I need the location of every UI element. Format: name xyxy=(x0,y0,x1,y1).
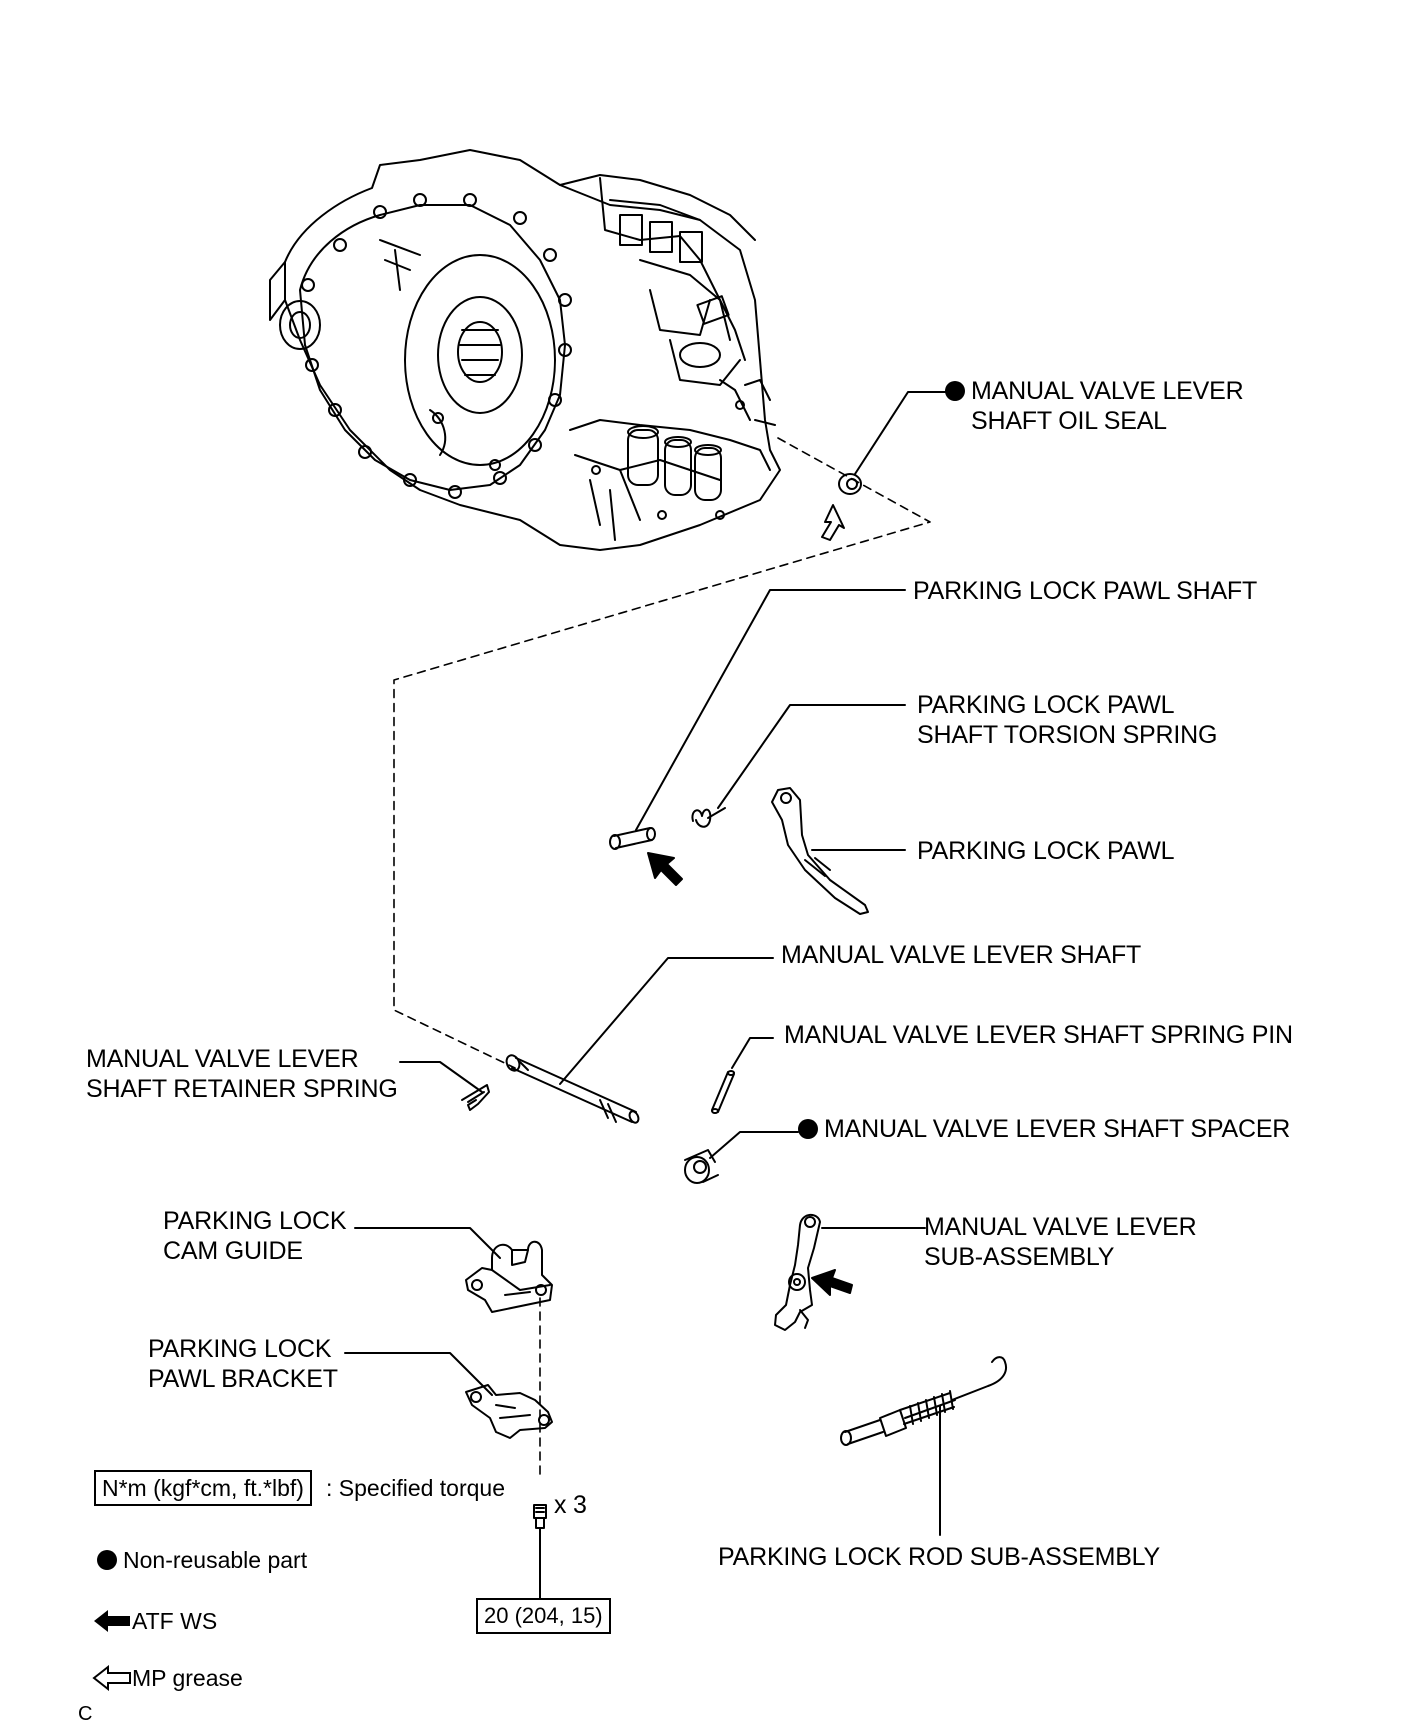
label-spacer: MANUAL VALVE LEVER SHAFT SPACER xyxy=(798,1114,1290,1144)
manual-valve-lever-shaft-drawing xyxy=(505,1054,640,1124)
atf-arrow-icon-2 xyxy=(811,1269,853,1296)
label-cam-guide-line2: CAM GUIDE xyxy=(163,1237,303,1265)
label-oil-seal: MANUAL VALVE LEVER xyxy=(945,376,1244,406)
label-cam-guide: PARKING LOCK xyxy=(163,1207,347,1235)
label-lever-sub-assembly-line2: SUB-ASSEMBLY xyxy=(924,1243,1115,1271)
mp-grease-arrow-icon xyxy=(92,1664,131,1692)
label-torsion-spring: PARKING LOCK PAWL xyxy=(917,691,1175,719)
parking-lock-rod-drawing xyxy=(840,1356,1007,1446)
label-retainer-spring: MANUAL VALVE LEVER xyxy=(86,1045,359,1073)
label-parking-lock-pawl: PARKING LOCK PAWL xyxy=(917,837,1175,865)
label-oil-seal-line2: SHAFT OIL SEAL xyxy=(971,407,1167,435)
label-pawl-bracket-line2: PAWL BRACKET xyxy=(148,1365,338,1393)
bolt-drawing xyxy=(533,1504,547,1529)
legend-torque-box: N*m (kgf*cm, ft.*lbf) xyxy=(94,1470,312,1506)
spacer-drawing xyxy=(684,1149,719,1184)
alignment-dashed-lines xyxy=(393,437,931,1481)
legend-grease: MP grease xyxy=(92,1664,243,1692)
atf-arrow-icon xyxy=(94,1610,130,1632)
torque-spec-box: 20 (204, 15) xyxy=(476,1598,611,1634)
label-pawl-shaft: PARKING LOCK PAWL SHAFT xyxy=(913,577,1258,605)
parking-lock-pawl-shaft-drawing xyxy=(609,827,656,850)
mp-grease-arrow-icon xyxy=(821,504,845,541)
label-spring-pin: MANUAL VALVE LEVER SHAFT SPRING PIN xyxy=(784,1021,1293,1049)
manual-valve-lever-sub-assembly-drawing xyxy=(774,1213,821,1331)
atf-arrow-icon xyxy=(647,852,683,886)
non-reusable-dot-icon xyxy=(945,381,965,401)
transaxle-housing-drawing xyxy=(269,149,781,551)
torsion-spring-drawing xyxy=(691,807,726,828)
legend-atf: ATF WS xyxy=(92,1607,217,1635)
parking-lock-pawl-drawing xyxy=(771,787,869,915)
label-torsion-spring-line2: SHAFT TORSION SPRING xyxy=(917,721,1218,749)
label-lever-sub-assembly: MANUAL VALVE LEVER xyxy=(924,1213,1197,1241)
cam-guide-drawing xyxy=(465,1240,553,1313)
spring-pin-drawing xyxy=(711,1070,735,1114)
non-reusable-dot-icon xyxy=(97,1550,117,1570)
label-retainer-spring-line2: SHAFT RETAINER SPRING xyxy=(86,1075,398,1103)
label-lever-shaft: MANUAL VALVE LEVER SHAFT xyxy=(781,941,1142,969)
non-reusable-dot-icon xyxy=(798,1119,818,1139)
label-parking-lock-rod: PARKING LOCK ROD SUB-ASSEMBLY xyxy=(718,1543,1160,1571)
legend-non-reusable: Non-reusable part xyxy=(97,1546,307,1574)
corner-mark: C xyxy=(78,1703,93,1725)
label-pawl-bracket: PARKING LOCK xyxy=(148,1335,332,1363)
oil-seal-drawing xyxy=(838,473,862,495)
retainer-spring-drawing xyxy=(461,1084,490,1111)
legend-torque-text: : Specified torque xyxy=(326,1475,506,1501)
pawl-bracket-drawing xyxy=(465,1384,553,1439)
label-bolt-quantity: x 3 xyxy=(554,1491,587,1519)
